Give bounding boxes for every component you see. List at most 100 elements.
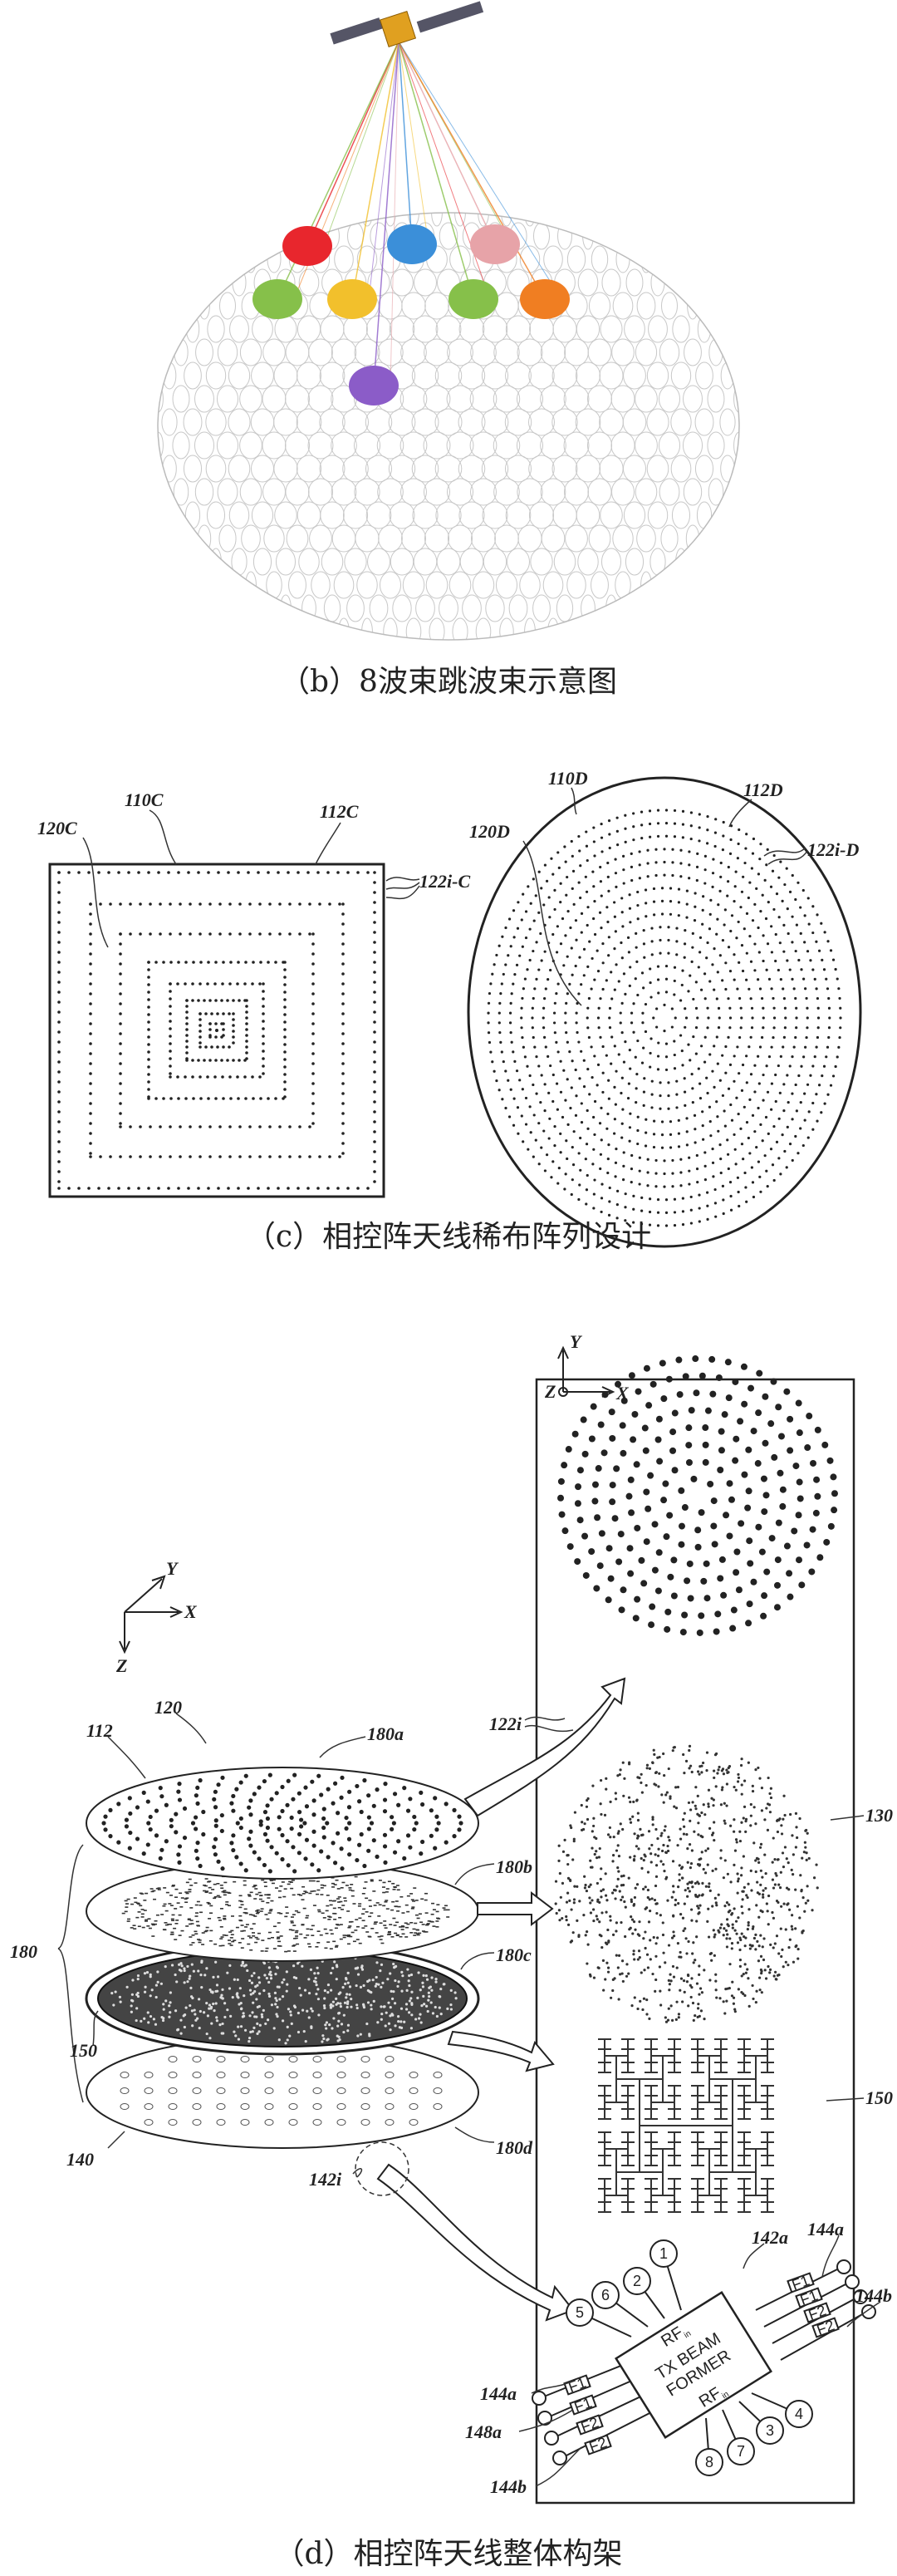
antenna-element	[231, 1847, 236, 1853]
array-element	[805, 1035, 808, 1040]
network-mark	[325, 2021, 329, 2024]
array-element	[222, 1034, 225, 1037]
radiating-element	[581, 1532, 589, 1540]
array-element	[578, 1183, 581, 1187]
scatter-point	[620, 1895, 625, 1899]
scatter-mark	[446, 1916, 450, 1918]
array-element	[640, 1209, 644, 1212]
array-element	[806, 950, 810, 953]
scatter-point	[740, 1974, 743, 1978]
antenna-port	[845, 2274, 860, 2289]
network-mark	[346, 2000, 350, 2003]
network-mark	[339, 2005, 342, 2008]
scatter-point	[654, 1989, 657, 1993]
scatter-point	[678, 1879, 681, 1882]
network-mark	[316, 1966, 319, 1969]
scatter-point	[743, 1934, 746, 1939]
scatter-point	[654, 1864, 659, 1867]
scatter-point	[670, 1936, 674, 1939]
scatter-mark	[435, 1920, 439, 1922]
array-element	[782, 1035, 786, 1040]
array-element	[601, 1090, 605, 1094]
globe-cell	[516, 431, 544, 460]
feed-element	[385, 2087, 395, 2094]
scatter-mark	[251, 1932, 255, 1934]
globe-cell	[605, 594, 617, 622]
beam-spot	[470, 224, 520, 264]
scatter-mark	[248, 1914, 252, 1915]
array-element	[523, 977, 527, 981]
globe-cell	[481, 408, 509, 436]
array-element	[660, 887, 664, 890]
scatter-point	[759, 1934, 762, 1937]
array-element	[553, 1031, 556, 1035]
h-tree-branch	[708, 2056, 757, 2102]
scatter-mark	[140, 1909, 145, 1910]
array-element	[694, 1026, 698, 1030]
scatter-point	[775, 1899, 779, 1903]
array-element	[735, 1096, 738, 1099]
globe-cell	[540, 385, 566, 413]
globe-cell	[175, 524, 187, 553]
array-element	[274, 1097, 277, 1100]
array-element	[607, 1213, 611, 1217]
scatter-point	[767, 1776, 770, 1780]
network-mark	[418, 2017, 421, 2020]
scatter-point	[772, 1946, 775, 1949]
feed-element	[264, 2087, 274, 2094]
feed-element	[240, 2072, 250, 2078]
array-element	[528, 1105, 532, 1109]
globe-cell	[710, 571, 722, 599]
scatter-mark	[197, 1939, 201, 1940]
label-144b-bottom: 144b	[490, 2476, 527, 2497]
network-mark	[183, 1969, 186, 1973]
network-mark	[326, 1983, 331, 1987]
scatter-point	[703, 1813, 707, 1816]
scatter-point	[595, 1915, 598, 1918]
scatter-point	[660, 1831, 664, 1835]
array-element	[199, 1045, 202, 1049]
radiating-element	[647, 1472, 654, 1479]
array-element	[632, 838, 635, 842]
globe-cell	[571, 617, 582, 640]
h-tree-leaf	[598, 2178, 611, 2190]
scatter-mark	[267, 1912, 272, 1914]
array-element	[641, 1021, 645, 1025]
array-element	[549, 968, 552, 972]
array-element	[811, 1064, 815, 1068]
array-element	[599, 880, 603, 883]
h-tree-leaf	[621, 2085, 635, 2097]
antenna-element	[297, 1851, 301, 1856]
scatter-mark	[218, 1944, 223, 1947]
array-element	[729, 1194, 733, 1198]
scatter-point	[610, 1996, 613, 1999]
scatter-point	[749, 1814, 752, 1817]
network-mark	[335, 1997, 338, 2001]
scatter-point	[555, 1911, 558, 1915]
h-tree-branch	[708, 2149, 757, 2195]
scatter-point	[775, 1874, 778, 1877]
array-element	[526, 968, 529, 971]
globe-cell	[158, 478, 164, 506]
array-element	[277, 871, 280, 874]
radiating-element	[775, 1519, 782, 1526]
array-element	[232, 1041, 235, 1045]
array-element	[529, 1131, 532, 1134]
scatter-point	[747, 1924, 750, 1927]
network-mark	[275, 2013, 278, 2016]
array-element	[638, 1156, 641, 1159]
scatter-point	[591, 1908, 596, 1911]
scatter-point	[685, 1832, 689, 1836]
array-element	[613, 901, 616, 904]
globe-cell	[481, 361, 509, 390]
network-mark	[252, 2026, 256, 2029]
radiating-element	[692, 1355, 699, 1363]
array-element	[711, 1148, 714, 1151]
network-mark	[200, 1959, 203, 1963]
scatter-mark	[124, 1910, 128, 1913]
array-element	[109, 902, 112, 906]
feed-element	[433, 2103, 443, 2110]
array-element	[727, 1087, 731, 1090]
globe-cell	[547, 617, 559, 640]
scatter-point	[617, 1998, 620, 2001]
